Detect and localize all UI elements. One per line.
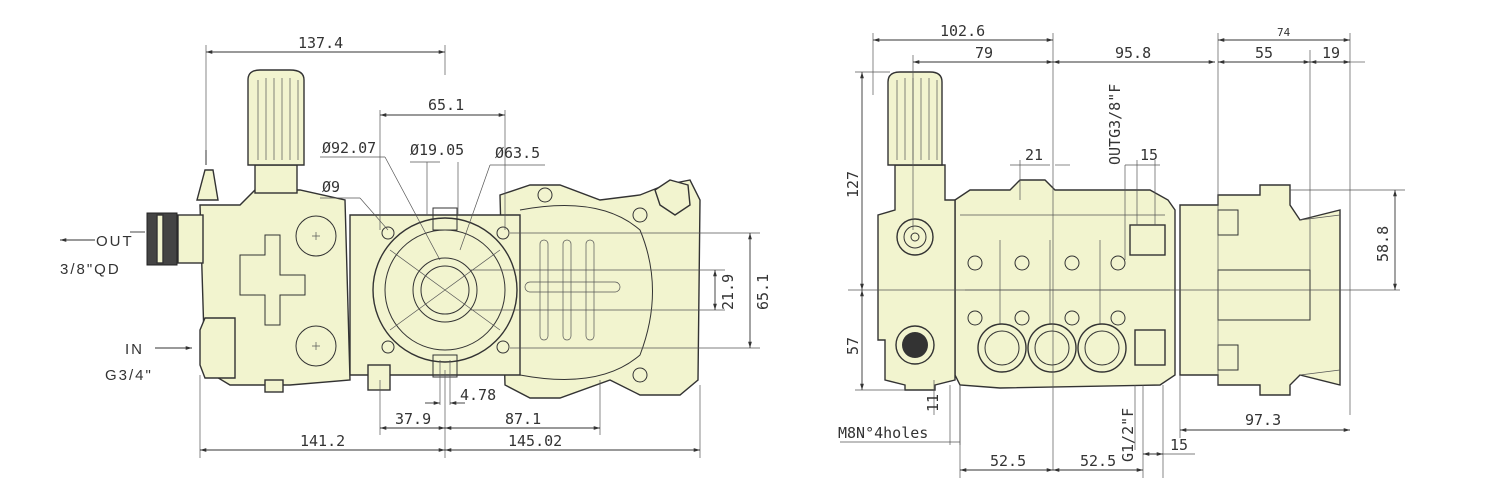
in-label: IN [125, 341, 144, 358]
dim-21-9: 21.9 [719, 274, 737, 310]
dim-137-4: 137.4 [298, 34, 343, 52]
front-dimensions [840, 33, 1405, 478]
unloader-body [877, 164, 956, 391]
dim-65-1-top: 65.1 [428, 96, 464, 114]
dim-57: 57 [844, 337, 862, 355]
in-spec: G3/4" [105, 367, 153, 384]
front-dimension-labels: 102.6 79 95.8 74 55 19 127 57 58.8 21 15… [838, 22, 1392, 470]
manifold [954, 179, 1176, 389]
dim-52-5-right: 52.5 [1080, 452, 1116, 470]
dim-79: 79 [975, 44, 993, 62]
dim-127: 127 [844, 171, 862, 198]
dim-37-9: 37.9 [395, 410, 431, 428]
side-dimensions [60, 45, 760, 458]
regulator-knob-front [887, 71, 943, 166]
dim-21: 21 [1025, 146, 1043, 164]
dim-102-6: 102.6 [940, 22, 985, 40]
dim-15-bottom: 15 [1170, 436, 1188, 454]
dim-55: 55 [1255, 44, 1273, 62]
pressure-regulator-knob [247, 69, 305, 194]
out-port-label: OUTG3/8"F [1106, 84, 1124, 165]
mounting-flange [349, 207, 521, 391]
dim-dia-19-05: Ø19.05 [410, 141, 464, 159]
dim-145-02: 145.02 [508, 432, 562, 450]
mount-holes-label: M8N°4holes [838, 424, 928, 442]
dim-95-8: 95.8 [1115, 44, 1151, 62]
dim-4-78: 4.78 [460, 386, 496, 404]
outlet-coupling [146, 150, 219, 266]
dim-dia-9: Ø9 [322, 178, 340, 196]
inlet-port-label: G1/2"F [1119, 408, 1137, 462]
side-dimension-labels: 137.4 65.1 Ø92.07 Ø19.05 Ø63.5 Ø9 65.1 2… [60, 34, 772, 450]
dim-141-2: 141.2 [300, 432, 345, 450]
dim-97-3: 97.3 [1245, 411, 1281, 429]
out-spec: 3/8"QD [60, 261, 121, 278]
dim-58-8: 58.8 [1374, 226, 1392, 262]
dim-19: 19 [1322, 44, 1340, 62]
dim-11: 11 [924, 394, 942, 412]
dim-52-5-left: 52.5 [990, 452, 1026, 470]
gear-housing [499, 179, 701, 399]
dim-15-top: 15 [1140, 146, 1158, 164]
dim-74: 74 [1277, 26, 1291, 39]
dim-87-1: 87.1 [505, 410, 541, 428]
dim-dia-92-07: Ø92.07 [322, 139, 376, 157]
inlet-fitting [199, 317, 236, 379]
dim-dia-63-5: Ø63.5 [495, 144, 540, 162]
side-view: 137.4 65.1 Ø92.07 Ø19.05 Ø63.5 Ø9 65.1 2… [60, 34, 772, 458]
out-label: OUT [96, 233, 134, 250]
front-view: 102.6 79 95.8 74 55 19 127 57 58.8 21 15… [838, 22, 1405, 478]
dim-65-1-vertical: 65.1 [754, 274, 772, 310]
